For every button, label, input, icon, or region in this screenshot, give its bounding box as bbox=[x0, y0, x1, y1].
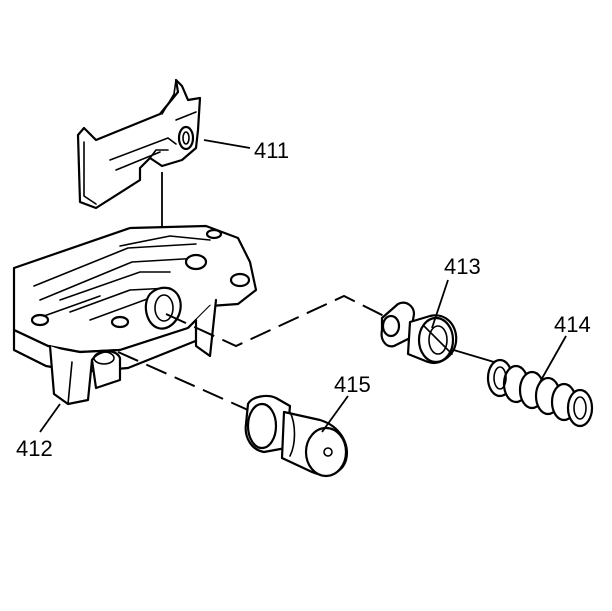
callout-414: 414 bbox=[554, 312, 591, 337]
leader-414 bbox=[539, 335, 567, 383]
callout-413: 413 bbox=[444, 254, 481, 279]
part-415-plug bbox=[244, 394, 348, 478]
callout-412: 412 bbox=[16, 436, 53, 461]
leader-413 bbox=[431, 279, 449, 329]
part-414-spring bbox=[486, 358, 594, 428]
callout-415: 415 bbox=[334, 372, 371, 397]
leader-lines bbox=[39, 139, 567, 433]
part-411-plate bbox=[76, 78, 202, 210]
part-413-valve bbox=[380, 301, 458, 364]
callout-411: 411 bbox=[254, 138, 289, 163]
part-412-valve-body bbox=[12, 224, 258, 406]
assembly-line-415 bbox=[117, 351, 249, 411]
leader-411 bbox=[203, 139, 251, 149]
leader-412 bbox=[39, 403, 61, 433]
leader-415 bbox=[321, 395, 349, 433]
assembly-line-413 bbox=[165, 294, 389, 348]
